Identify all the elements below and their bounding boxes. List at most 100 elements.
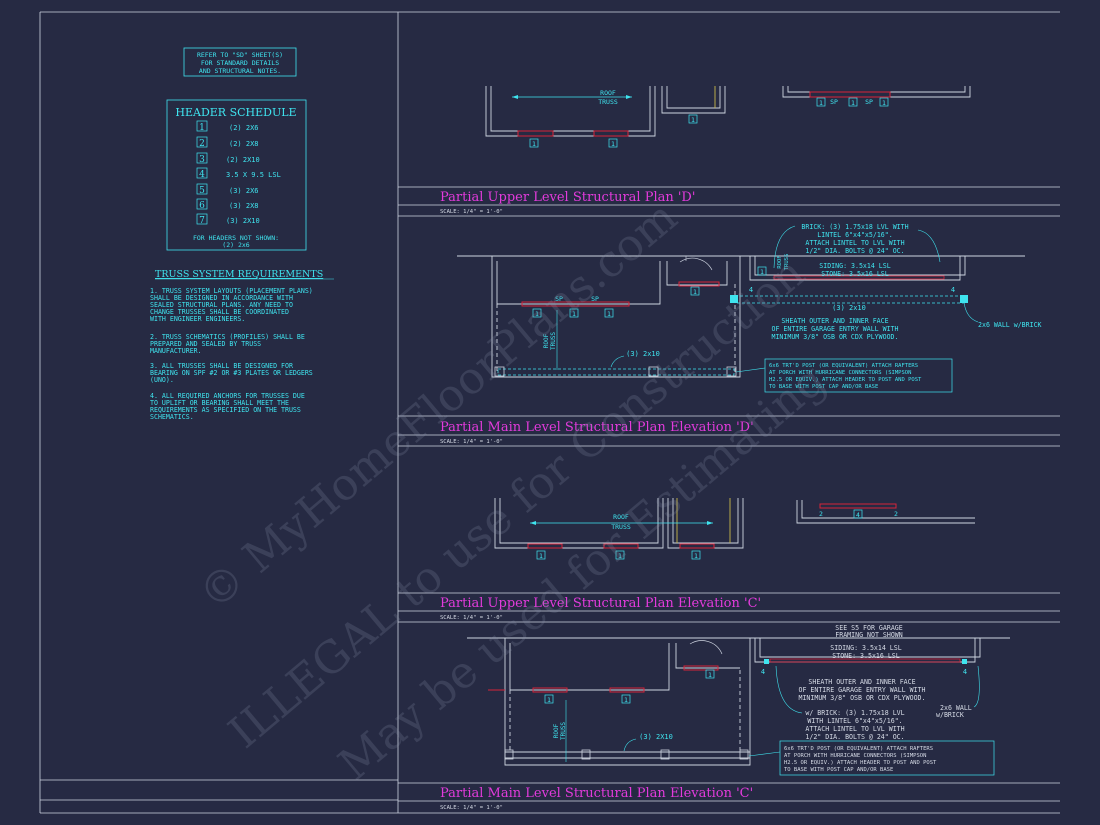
truss-requirements: TRUSS SYSTEM REQUIREMENTS 1. TRUSS SYSTE… bbox=[150, 269, 334, 421]
plan-upper-d: ROOF TRUSS 1 1 1 1 1 1 SP SP bbox=[485, 86, 971, 148]
refer-note: REFER TO "SD" SHEET(S) FOR STANDARD DETA… bbox=[183, 47, 297, 77]
wall-note-c: w/BRICK bbox=[936, 711, 964, 719]
scale-label: SCALE: 1/4" = 1'-0" bbox=[440, 805, 503, 811]
header-tag: 4 bbox=[749, 286, 753, 294]
schedule-num-6: 6 bbox=[199, 201, 205, 211]
header-tag: 4 bbox=[856, 511, 860, 519]
header-tag: 1 bbox=[760, 268, 764, 276]
note-line: w/ BRICK: (3) 1.75x18 LVL bbox=[805, 709, 904, 717]
header-tag: 1 bbox=[882, 99, 886, 107]
header-tag: 1 bbox=[708, 671, 712, 679]
truss-requirements-title: TRUSS SYSTEM REQUIREMENTS bbox=[155, 269, 323, 280]
schedule-num-7: 7 bbox=[199, 216, 205, 226]
schedule-size-7: (3) 2X10 bbox=[226, 217, 260, 225]
roof-truss-label: TRUSS bbox=[550, 332, 557, 350]
note-line: LINTEL 6"x4"x5/16". bbox=[817, 231, 892, 239]
truss-requirements-body: 1. TRUSS SYSTEM LAYOUTS (PLACEMENT PLANS… bbox=[150, 287, 313, 421]
note-sheath-c: SHEATH OUTER AND INNER FACE OF ENTIRE GA… bbox=[798, 678, 925, 702]
roof-truss-label: TRUSS bbox=[598, 98, 618, 106]
header-tag: 1 bbox=[624, 696, 628, 704]
scale-label: SCALE: 1/4" = 1'-0" bbox=[440, 209, 503, 215]
header-tag: 1 bbox=[693, 288, 697, 296]
header-tag: 4 bbox=[963, 668, 967, 676]
note-line: AT PORCH WITH HURRICANE CONNECTORS (SIMP… bbox=[769, 370, 911, 376]
header-tag: 1 bbox=[607, 310, 611, 318]
note-line: H2.5 OR EQUIV.) ATTACH HEADER TO POST AN… bbox=[769, 377, 922, 383]
truss-line: MANUFACTURER. bbox=[150, 347, 202, 355]
roof-truss-label: ROOF bbox=[613, 513, 629, 521]
header-schedule-title: HEADER SCHEDULE bbox=[175, 106, 296, 119]
wall-note-d: 2x6 WALL w/BRICK bbox=[978, 321, 1042, 329]
note-stone-c: STONE: 3.5x16 LSL bbox=[832, 652, 900, 660]
note-line: WITH LINTEL 6"x4"x5/16". bbox=[807, 717, 902, 725]
note-see-s5: FRAMING NOT SHOWN bbox=[835, 631, 903, 639]
schedule-num-2: 2 bbox=[199, 139, 205, 149]
truss-line: 2. TRUSS SCHEMATICS (PROFILES) SHALL BE bbox=[150, 333, 305, 341]
sp-label: SP bbox=[830, 98, 838, 106]
plan-title-main-c: Partial Main Level Structural Plan Eleva… bbox=[440, 786, 753, 801]
plan-title-upper-d: Partial Upper Level Structural Plan 'D' bbox=[440, 190, 695, 205]
truss-line: SCHEMATICS. bbox=[150, 413, 194, 421]
note-line: AT PORCH WITH HURRICANE CONNECTORS (SIMP… bbox=[784, 753, 926, 759]
header-tag: 2 bbox=[894, 510, 898, 518]
header-tag: 1 bbox=[694, 552, 698, 560]
header-tag: 1 bbox=[539, 552, 543, 560]
truss-line: PREPARED AND SEALED BY TRUSS bbox=[150, 340, 261, 348]
refer-note-line-2: FOR STANDARD DETAILS bbox=[201, 59, 279, 67]
header-tag: 1 bbox=[851, 99, 855, 107]
truss-line: 1. TRUSS SYSTEM LAYOUTS (PLACEMENT PLANS… bbox=[150, 287, 313, 295]
note-line: 1/2" DIA. BOLTS @ 24" OC. bbox=[805, 733, 904, 741]
schedule-num-4: 4 bbox=[199, 170, 205, 180]
wall-note-c: 2x6 WALL bbox=[940, 704, 972, 712]
plan-main-c: ROOF TRUSS 1 1 1 4 4 (3) 2X10 SEE S5 FOR… bbox=[467, 624, 1010, 776]
truss-line: (UNO). bbox=[150, 376, 174, 384]
schedule-size-1: (2) 2X6 bbox=[229, 124, 259, 132]
beam-label: (3) 2x10 bbox=[626, 350, 660, 358]
sp-label: SP bbox=[591, 295, 599, 303]
note-line: OF ENTIRE GARAGE ENTRY WALL WITH bbox=[798, 686, 925, 694]
plan-title-main-d: Partial Main Level Structural Plan Eleva… bbox=[440, 420, 754, 435]
note-see-s5: SEE S5 FOR GARAGE bbox=[835, 624, 903, 632]
note-line: SHEATH OUTER AND INNER FACE bbox=[781, 317, 888, 325]
schedule-size-4: 3.5 X 9.5 LSL bbox=[226, 171, 281, 179]
note-line: ATTACH LINTEL TO LVL WITH bbox=[805, 725, 904, 733]
note-siding-d: SIDING: 3.5x14 LSL bbox=[819, 262, 890, 270]
scale-label: SCALE: 1/4" = 1'-0" bbox=[440, 615, 503, 621]
truss-line: SEALED STRUCTURAL PLANS. ANY NEED TO bbox=[150, 301, 293, 309]
header-schedule-footer-1: FOR HEADERS NOT SHOWN: bbox=[193, 234, 279, 242]
beam-label: (3) 2x10 bbox=[832, 304, 866, 312]
note-line: 1/2" DIA. BOLTS @ 24" OC. bbox=[805, 247, 904, 255]
note-siding-c: SIDING: 3.5x14 LSL bbox=[830, 644, 901, 652]
header-tag: 4 bbox=[951, 286, 955, 294]
refer-note-line-3: AND STRUCTURAL NOTES. bbox=[199, 67, 281, 75]
scale-label: SCALE: 1/4" = 1'-0" bbox=[440, 439, 503, 445]
note-line: 6x6 TRT'D POST (OR EQUIVALENT) ATTACH RA… bbox=[769, 363, 918, 369]
truss-line: TO UPLIFT OR BEARING SHALL MEET THE bbox=[150, 399, 289, 407]
roof-truss-label: ROOF bbox=[777, 255, 783, 268]
note-sheath-d: SHEATH OUTER AND INNER FACE OF ENTIRE GA… bbox=[771, 317, 898, 341]
note-line: MINIMUM 3/8" OSB OR CDX PLYWOOD. bbox=[771, 333, 898, 341]
note-stone-d: STONE: 3.5x16 LSL bbox=[821, 270, 889, 278]
roof-truss-label: ROOF bbox=[600, 89, 616, 97]
plan-title-upper-c: Partial Upper Level Structural Plan Elev… bbox=[440, 596, 761, 611]
roof-truss-label: ROOF bbox=[543, 333, 550, 348]
note-line: ATTACH LINTEL TO LVL WITH bbox=[805, 239, 904, 247]
header-tag: 1 bbox=[618, 552, 622, 560]
watermark: © MyHomeFloorPlans.com ILLEGAL to use fo… bbox=[189, 191, 835, 790]
schedule-size-5: (3) 2X6 bbox=[229, 187, 259, 195]
schedule-size-3: (2) 2X10 bbox=[226, 156, 260, 164]
roof-truss-label: ROOF bbox=[553, 723, 560, 738]
header-schedule-rows: 1 (2) 2X6 2 (2) 2X8 3 (2) 2X10 4 3.5 X 9… bbox=[196, 120, 281, 226]
header-tag: 1 bbox=[535, 310, 539, 318]
note-line: OF ENTIRE GARAGE ENTRY WALL WITH bbox=[771, 325, 898, 333]
schedule-size-2: (2) 2X8 bbox=[229, 140, 259, 148]
schedule-num-5: 5 bbox=[199, 186, 205, 196]
note-brick-d: BRICK: (3) 1.75x18 LVL WITH LINTEL 6"x4"… bbox=[801, 223, 908, 255]
roof-truss-label: TRUSS bbox=[560, 722, 567, 740]
sp-label: SP bbox=[555, 295, 563, 303]
note-line: BRICK: (3) 1.75x18 LVL WITH bbox=[801, 223, 908, 231]
note-line: TO BASE WITH POST CAP AND/OR BASE bbox=[769, 384, 878, 390]
truss-line: 4. ALL REQUIRED ANCHORS FOR TRUSSES DUE bbox=[150, 392, 305, 400]
sheet-frame bbox=[39, 11, 1060, 814]
